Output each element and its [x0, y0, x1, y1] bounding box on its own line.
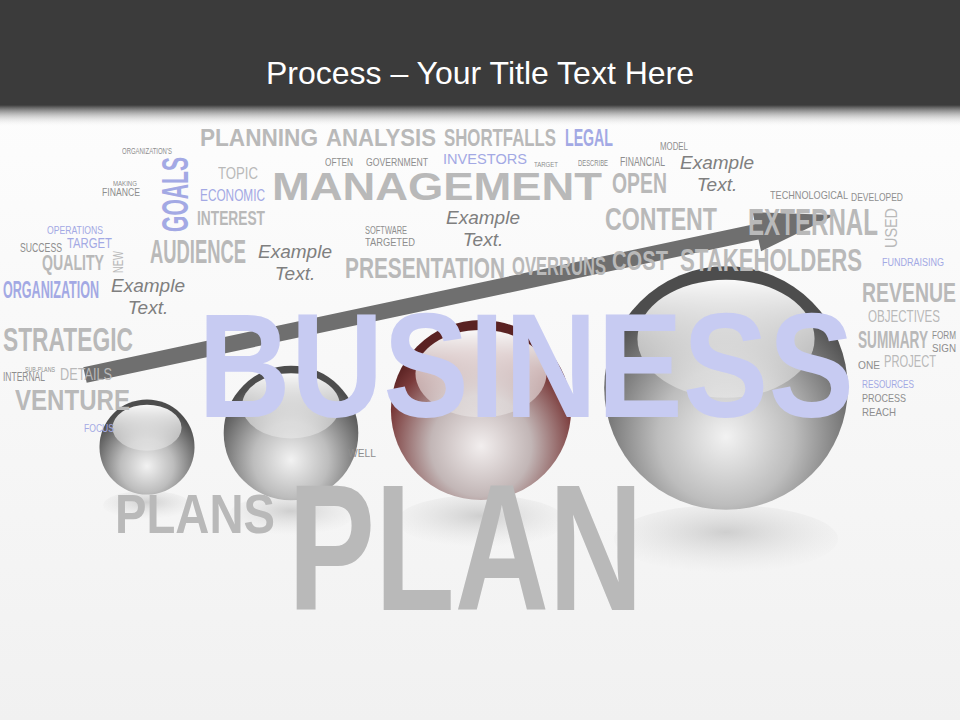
cloud-word: QUALITY: [42, 252, 104, 274]
cloud-word: FINANCIAL: [620, 156, 665, 168]
header-band: [0, 0, 960, 105]
example-label: Example Text.: [248, 241, 342, 285]
word-slot: MODEL: [660, 136, 696, 154]
sphere-highlight: [112, 405, 181, 451]
cloud-word: ANALYSIS: [326, 126, 436, 150]
cloud-word: REACH: [862, 407, 896, 418]
word-slot: PROJECT: [884, 353, 960, 371]
sphere-reflection: [614, 505, 838, 573]
word-slot: FUNDRAISING: [882, 252, 958, 270]
sphere-body: [224, 366, 359, 501]
word-slot: RESOURCES: [862, 374, 932, 392]
cloud-word: TARGET: [67, 235, 112, 250]
word-slot: TOPIC: [218, 165, 267, 183]
cloud-word: SOFTWARE: [365, 226, 407, 236]
cloud-word: ORGANIZATION'S: [122, 147, 172, 156]
cloud-word: MANAGEMENT: [272, 167, 602, 206]
cloud-word: SUMMARY: [858, 328, 928, 352]
cloud-word: FUNDRAISING: [882, 257, 944, 268]
cloud-word: REVENUE: [862, 279, 956, 307]
word-slot: DETAILS: [60, 366, 126, 384]
cloud-word: TOPIC: [218, 166, 258, 182]
word-slot: ANALYSIS: [326, 126, 445, 150]
cloud-word: FINANCE: [102, 188, 140, 198]
cloud-word: OVERRUNS: [512, 253, 606, 279]
cloud-word: OBJECTIVES: [868, 308, 940, 325]
cloud-word: PRESENTATION: [345, 253, 505, 283]
sphere-highlight: [242, 373, 340, 438]
word-slot: ONE: [858, 355, 882, 373]
word-slot: PLANNING: [200, 126, 325, 150]
word-slot: MANAGEMENT: [272, 167, 556, 206]
word-slot: STRATEGIC: [3, 322, 197, 356]
cloud-word: VENTURE: [15, 385, 130, 415]
cloud-word: DEVELOPED: [851, 192, 903, 203]
word-slot: PROCESS: [862, 388, 916, 406]
word-slot: BUSINESS: [198, 292, 955, 440]
cloud-word: BUSINESS: [198, 292, 854, 440]
cloud-word: PLAN: [288, 458, 643, 638]
word-slot: LEGAL: [565, 126, 646, 150]
cloud-word: ONE: [858, 360, 880, 371]
cloud-word: PLANS: [115, 487, 275, 542]
word-slot: REVENUE: [862, 279, 960, 307]
sphere-body: [391, 320, 571, 500]
sphere-highlight: [637, 280, 814, 398]
cloud-word: LEGAL: [565, 126, 613, 150]
cloud-word: USED: [884, 208, 900, 248]
word-slot: REACH: [862, 402, 901, 420]
slide-title: Process – Your Title Text Here: [266, 54, 694, 92]
cloud-word: SHORTFALLS: [444, 126, 556, 150]
word-slot: INVESTORS: [443, 150, 529, 168]
word-slot: EXTERNAL: [748, 205, 942, 241]
cloud-word: ECONOMIC: [200, 187, 265, 204]
cloud-word: TARGETED: [365, 238, 415, 248]
cloud-word: MODEL: [660, 142, 688, 152]
word-slot: ORGANIZATION'S: [122, 140, 198, 158]
cloud-word: RESOURCES: [862, 379, 914, 390]
cloud-word: INVESTORS: [443, 151, 527, 166]
cloud-word: PROJECT: [884, 353, 936, 370]
word-slot: OBJECTIVES: [868, 308, 960, 326]
word-slot: TARGET: [67, 234, 127, 252]
cloud-word: EXTERNAL: [748, 205, 878, 241]
cloud-word: MAKING: [113, 180, 137, 188]
example-label: Example Text.: [436, 207, 530, 251]
cloud-word: COST: [612, 247, 668, 275]
cloud-word: GOALS: [158, 157, 194, 232]
word-slot: TECHNOLOGICAL: [770, 185, 864, 203]
word-slot: COST: [612, 247, 690, 275]
word-slot: SOFTWARE: [365, 220, 421, 238]
sphere-body: [604, 266, 848, 510]
cloud-word: ORGANIZATION: [3, 278, 99, 302]
cloud-word: OPEN: [612, 168, 667, 198]
word-slot: DEVELOPED: [851, 187, 918, 205]
example-label: Example Text.: [101, 275, 195, 319]
title-slot: Process – Your Title Text Here: [0, 54, 960, 92]
word-slot: PLANS: [115, 487, 301, 542]
cloud-word: PLANNING: [200, 126, 318, 150]
word-slot: INTEREST: [197, 208, 296, 229]
cloud-word: FOCUS: [84, 424, 114, 434]
example-label: Example Text.: [670, 152, 764, 196]
cloud-word: STRATEGIC: [3, 322, 133, 356]
cloud-word: CONTENT: [605, 203, 717, 235]
cloud-word: DETAILS: [60, 367, 112, 383]
cloud-word: FORM: [932, 331, 956, 341]
cloud-word: PROCESS: [862, 393, 906, 404]
word-slot: FORM: [932, 325, 960, 343]
cloud-word: TECHNOLOGICAL: [770, 190, 848, 201]
word-slot: CONTENT: [605, 203, 760, 235]
sphere-body: [99, 399, 194, 494]
cloud-word: INTERNAL: [3, 371, 45, 383]
sphere-highlight: [415, 330, 546, 417]
cloud-word: INTEREST: [197, 208, 265, 228]
cloud-word: NEW: [110, 251, 125, 273]
header-fade: [0, 105, 960, 127]
cloud-word: STAKEHOLDERS: [680, 244, 862, 276]
cloud-word: AUDIENCE: [150, 234, 246, 268]
